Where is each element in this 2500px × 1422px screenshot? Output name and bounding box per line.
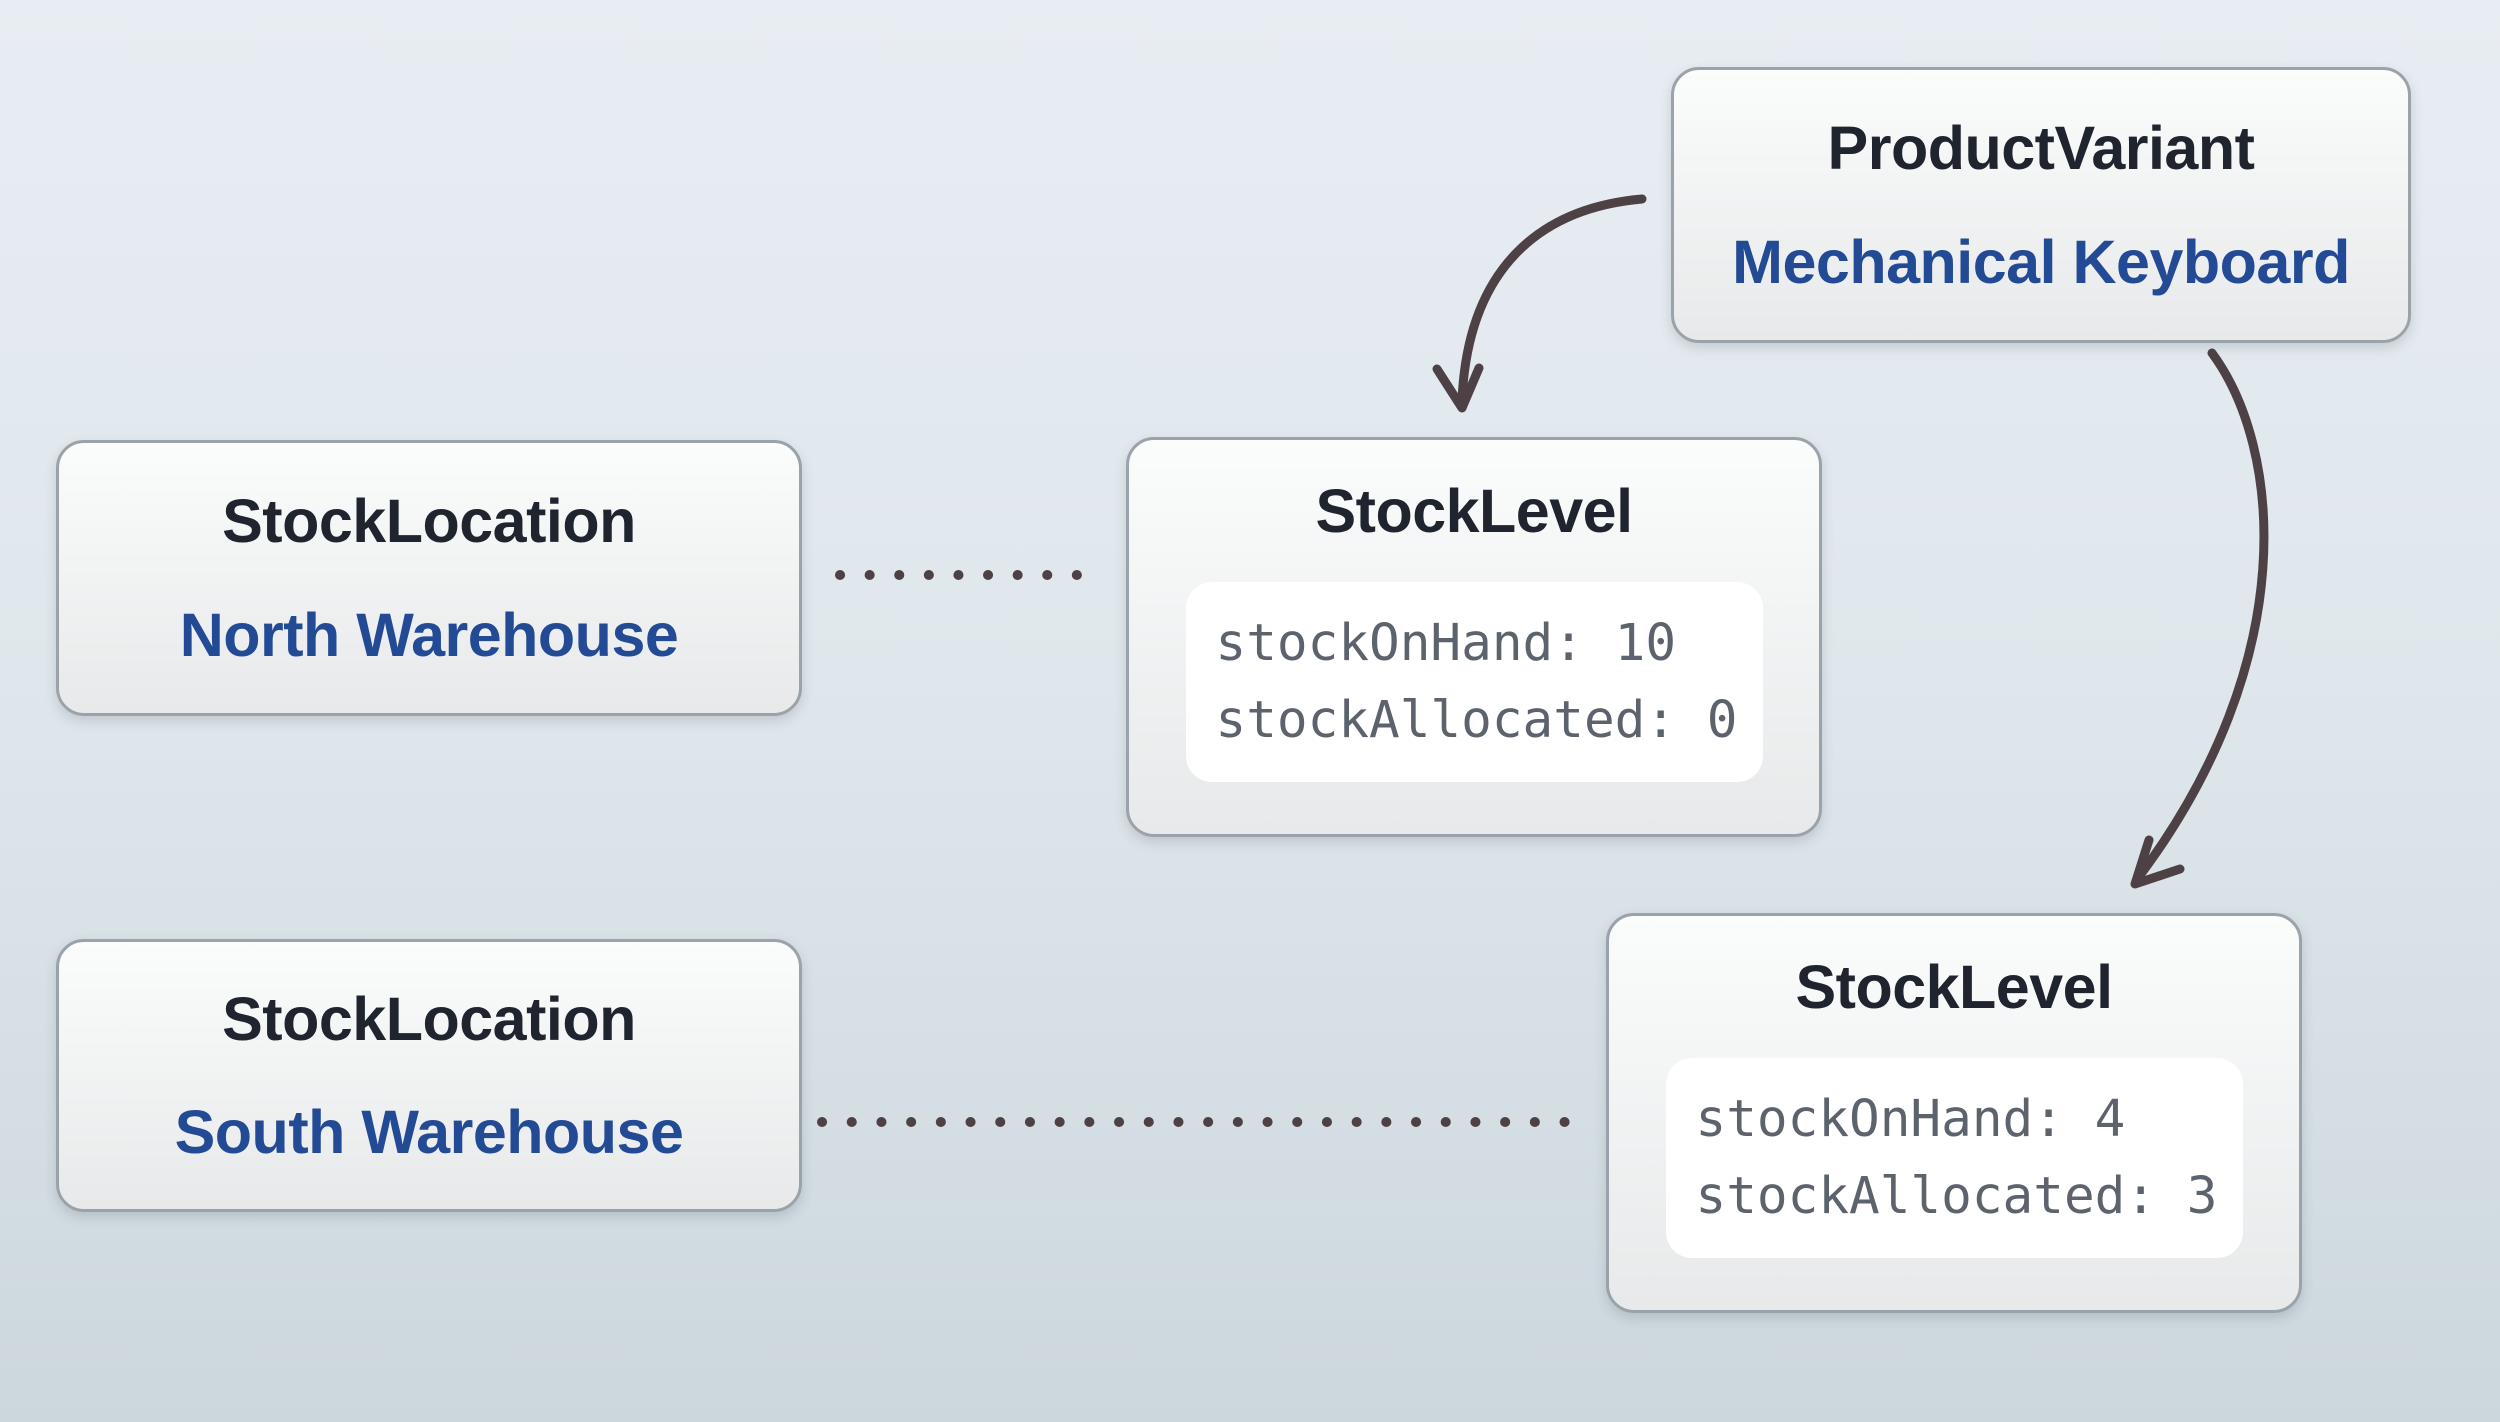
entity-type-label: ProductVariant <box>1827 114 2255 183</box>
entity-instance-label: Mechanical Keyboard <box>1732 227 2350 296</box>
entity-type-label: StockLocation <box>222 487 636 556</box>
entity-instance-label: North Warehouse <box>179 600 679 669</box>
stock-location-south-node: StockLocation South Warehouse <box>56 939 802 1212</box>
arrowhead-icon <box>1432 363 1484 413</box>
code-line-stock-on-hand: stockOnHand: 10 <box>1215 614 1677 673</box>
code-block: stockOnHand: 10 stockAllocated: 0 <box>1185 582 1763 782</box>
entity-type-label: StockLevel <box>1315 477 1633 545</box>
code-line-stock-on-hand: stockOnHand: 4 <box>1695 1090 2126 1149</box>
stock-location-north-node: StockLocation North Warehouse <box>56 440 802 716</box>
stock-level-south-node: StockLevel stockOnHand: 4 stockAllocated… <box>1606 913 2302 1313</box>
stock-level-north-node: StockLevel stockOnHand: 10 stockAllocate… <box>1126 437 1822 837</box>
product-variant-node: ProductVariant Mechanical Keyboard <box>1671 67 2411 343</box>
code-block: stockOnHand: 4 stockAllocated: 3 <box>1665 1058 2243 1258</box>
entity-type-label: StockLocation <box>222 985 636 1054</box>
arrowhead-icon <box>2130 835 2185 889</box>
arrow-productvariant-to-stocklevel-south <box>2130 348 2269 889</box>
code-line-stock-allocated: stockAllocated: 3 <box>1695 1167 2218 1226</box>
code-line-stock-allocated: stockAllocated: 0 <box>1215 691 1738 750</box>
entity-type-label: StockLevel <box>1795 953 2113 1021</box>
entity-instance-label: South Warehouse <box>174 1097 684 1166</box>
arrow-productvariant-to-stocklevel-north <box>1432 194 1647 413</box>
